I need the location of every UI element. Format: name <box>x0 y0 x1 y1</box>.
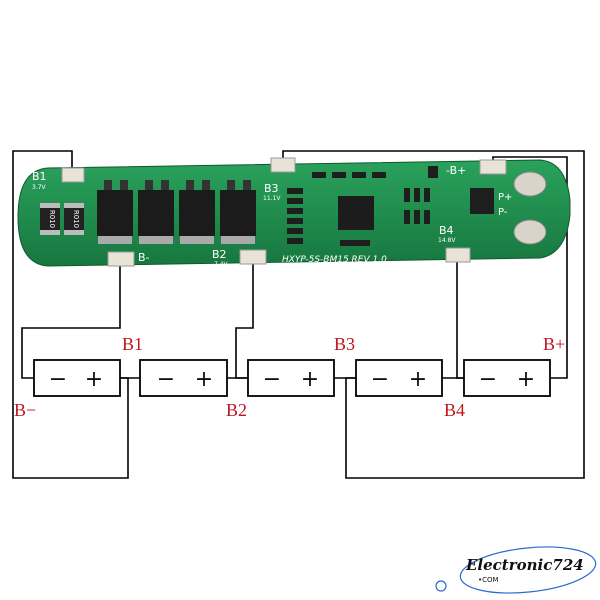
label-b2: B2 <box>226 400 247 420</box>
cell-plus-sign: + <box>409 367 427 392</box>
silk-b4-voltage: 14.8V <box>438 237 456 244</box>
node-labels: B− B1 B2 B3 B4 B+ <box>14 334 565 420</box>
cell-plus-sign: + <box>301 367 319 392</box>
pad-b2 <box>239 249 267 265</box>
battery-cell: − + <box>33 359 121 397</box>
pad-pplus <box>513 171 547 197</box>
cell-minus-sign: − <box>371 367 389 392</box>
silk-pminus: P- <box>498 207 508 218</box>
pad-pminus <box>513 219 547 245</box>
pad-b3 <box>270 157 296 173</box>
smd-components <box>287 166 494 246</box>
battery-pack: − + − + − + − + − + <box>33 359 551 397</box>
wire-b4 <box>456 262 464 379</box>
silk-b1: B1 <box>32 170 47 183</box>
silk-b2: B2 <box>212 248 227 261</box>
bms-board: R010 R010 <box>17 157 571 268</box>
board-model-label: HXYP-5S-BM15 REV 1.0 <box>282 255 387 265</box>
cell-minus-sign: − <box>479 367 497 392</box>
label-b1: B1 <box>122 334 143 354</box>
wire-bminus <box>21 262 121 379</box>
silk-bplus: -B+ <box>446 164 466 177</box>
cell-plus-sign: + <box>195 367 213 392</box>
cell-minus-sign: − <box>263 367 281 392</box>
battery-cell: − + <box>139 359 228 397</box>
battery-cell: − + <box>463 359 551 397</box>
pad-b1 <box>61 167 85 183</box>
shunt-resistor-1 <box>40 203 60 235</box>
watermark-logo: Electronic724 •COM <box>435 546 597 594</box>
cell-minus-sign: − <box>157 367 175 392</box>
pad-bplus <box>479 159 507 175</box>
label-b4: B4 <box>444 400 465 420</box>
logo-brand: Electronic724 <box>465 556 584 574</box>
label-b3: B3 <box>334 334 355 354</box>
mosfets <box>97 180 256 244</box>
silk-b1-voltage: 3.7V <box>32 184 47 191</box>
cell-plus-sign: + <box>517 367 535 392</box>
silk-b3: B3 <box>264 182 279 195</box>
logo-suffix: •COM <box>478 576 499 584</box>
silk-pplus: P+ <box>498 192 512 203</box>
battery-cell: − + <box>247 359 335 397</box>
cell-minus-sign: − <box>49 367 67 392</box>
label-bplus: B+ <box>543 334 565 354</box>
silk-b4: B4 <box>439 224 454 237</box>
label-bminus: B− <box>14 400 36 420</box>
logo-swoosh <box>459 546 597 594</box>
pad-bminus <box>107 251 135 267</box>
resistor-label-1: R010 <box>48 210 56 228</box>
battery-cell: − + <box>355 359 443 397</box>
shunt-resistor-2 <box>64 203 84 235</box>
cell-plus-sign: + <box>85 367 103 392</box>
pad-b4 <box>445 247 471 263</box>
silk-b2-voltage: 7.4V <box>214 261 229 268</box>
resistor-label-2: R010 <box>72 210 80 228</box>
protection-ic <box>338 196 374 230</box>
silk-b3-voltage: 11.1V <box>263 195 281 202</box>
silk-bminus: B- <box>138 251 150 264</box>
logo-dot-icon <box>435 580 447 592</box>
